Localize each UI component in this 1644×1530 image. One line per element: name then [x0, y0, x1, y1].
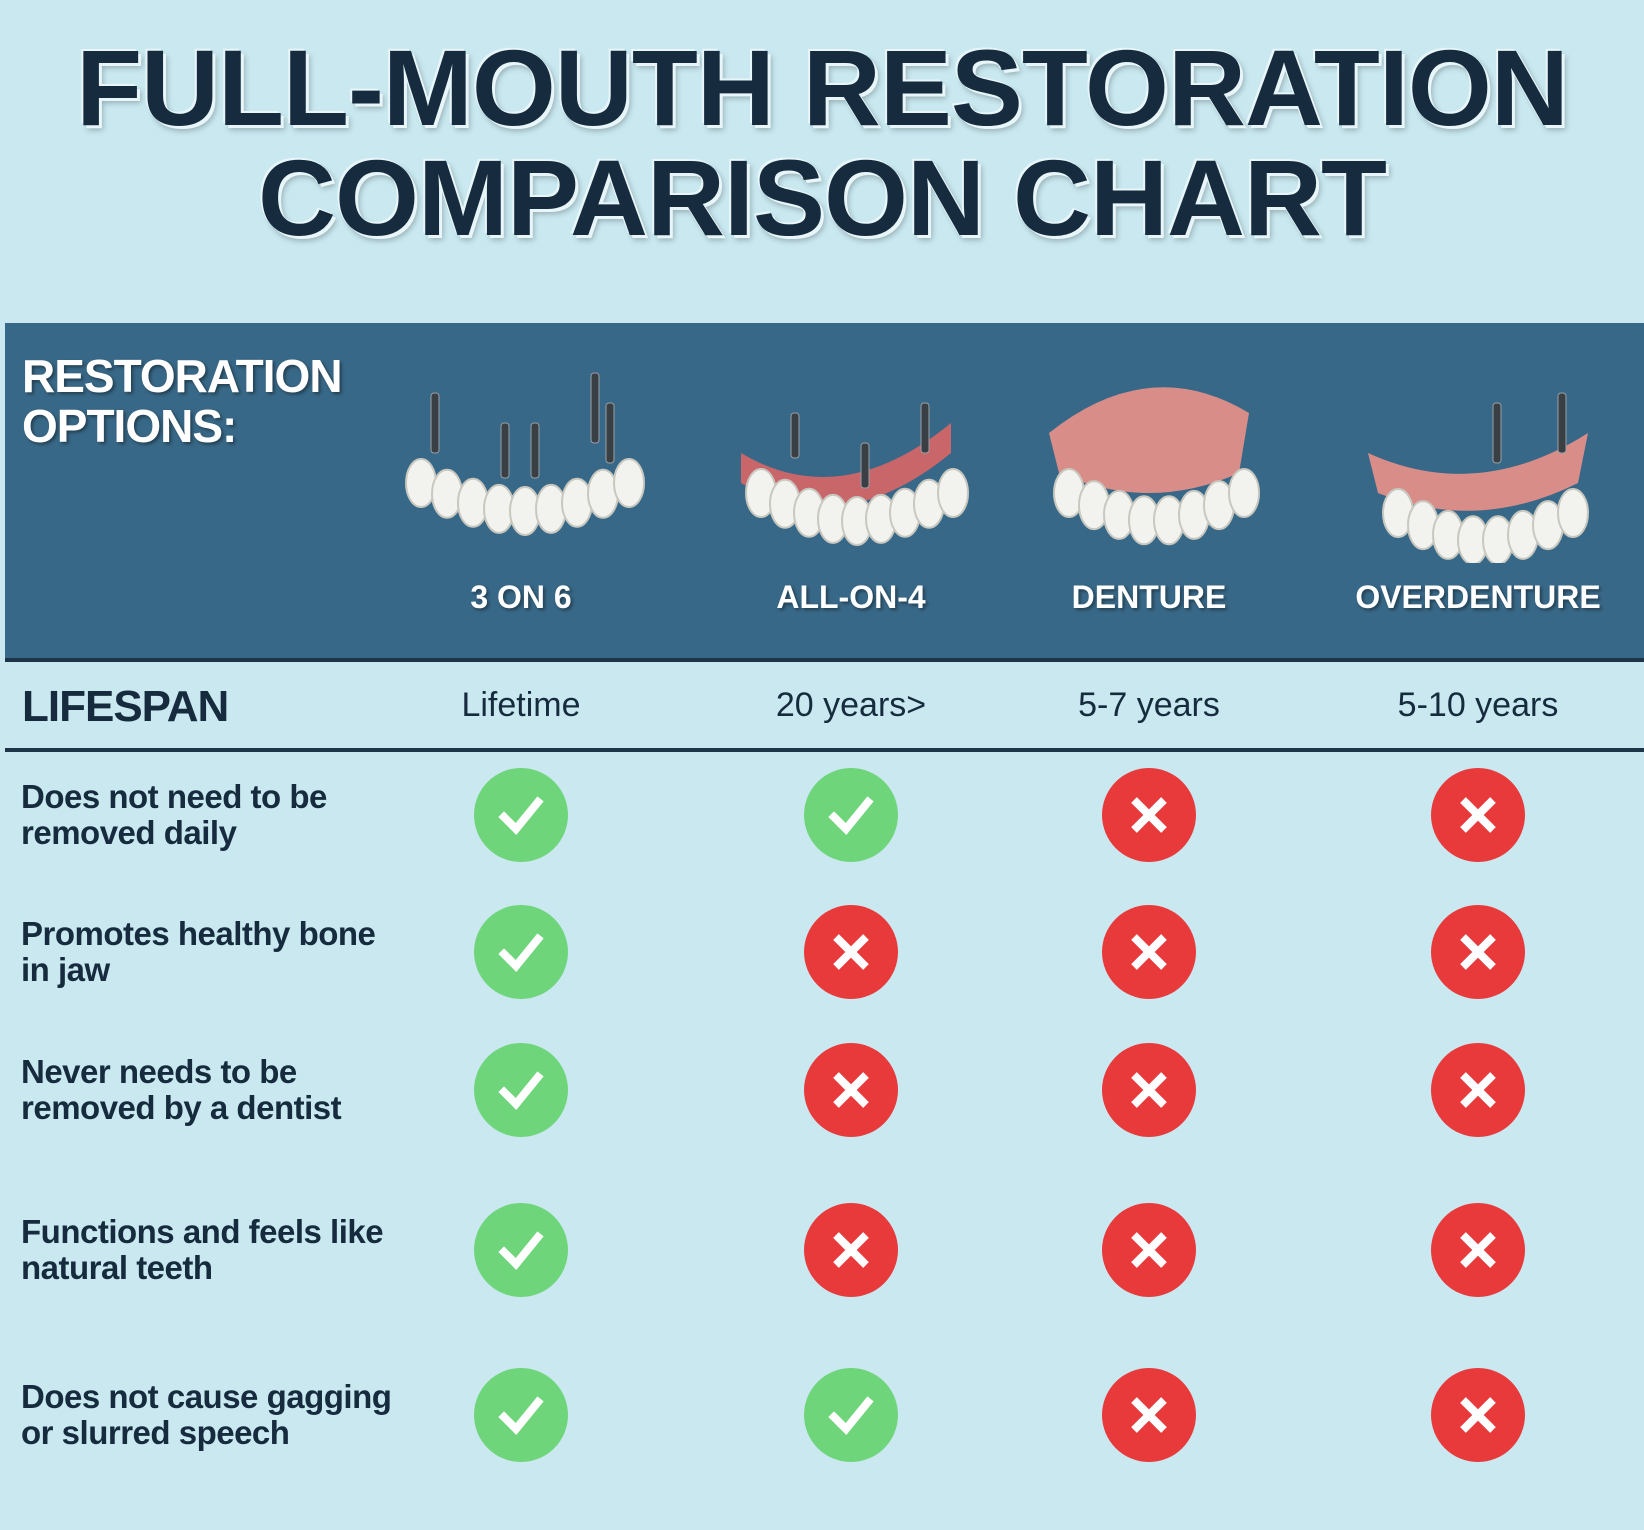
- cross-icon: [804, 1043, 898, 1137]
- cross-glyph: [1131, 1397, 1167, 1433]
- lifespan-value: Lifetime: [461, 686, 581, 724]
- lifespan-value: 5-10 years: [1397, 686, 1559, 724]
- options-header-band: RESTORATION OPTIONS: 3 ON 6 ALL-ON-4 DEN…: [5, 323, 1644, 662]
- option-name: ALL-ON-4: [776, 579, 926, 615]
- lifespan-value: 5-7 years: [1078, 686, 1220, 724]
- cross-glyph: [833, 934, 869, 970]
- check-icon: [474, 1203, 568, 1297]
- implant-bridge-icon: [405, 372, 645, 536]
- feature-label: Functions and feels like natural teeth: [21, 1213, 384, 1286]
- cross-glyph: [1131, 1072, 1167, 1108]
- cross-icon: [1431, 905, 1525, 999]
- option-column-0: 3 ON 6: [361, 323, 681, 658]
- cross-icon: [1102, 1043, 1196, 1137]
- check-glyph: [498, 796, 544, 835]
- cross-icon: [1431, 1203, 1525, 1297]
- options-heading-line-2: OPTIONS:: [22, 400, 237, 452]
- cross-glyph: [1131, 934, 1167, 970]
- option-name: 3 ON 6: [470, 579, 572, 615]
- cross-glyph: [1460, 934, 1496, 970]
- lifespan-row: LIFESPAN Lifetime 20 years> 5-7 years 5-10 …: [5, 662, 1644, 752]
- cross-glyph: [1131, 1232, 1167, 1268]
- feature-label: Never needs to be removed by a dentist: [21, 1053, 342, 1126]
- overdenture-icon: [1368, 392, 1589, 563]
- check-icon: [804, 768, 898, 862]
- check-glyph: [498, 1396, 544, 1435]
- cross-icon: [1102, 768, 1196, 862]
- feature-label: Does not need to be removed daily: [21, 778, 327, 851]
- option-name: DENTURE: [1071, 579, 1227, 615]
- cross-icon: [1102, 1368, 1196, 1462]
- title-line-2: COMPARISON CHART: [0, 144, 1644, 252]
- cross-icon: [1431, 1043, 1525, 1137]
- denture-icon: [1049, 387, 1260, 546]
- cross-glyph: [833, 1072, 869, 1108]
- cross-icon: [804, 1203, 898, 1297]
- cross-glyph: [1460, 1072, 1496, 1108]
- option-name: OVERDENTURE: [1355, 579, 1601, 615]
- check-glyph: [498, 933, 544, 972]
- cross-glyph: [1131, 797, 1167, 833]
- check-icon: [474, 1368, 568, 1462]
- lifespan-value: 20 years>: [775, 686, 927, 724]
- options-heading-line-1: RESTORATION: [22, 350, 343, 402]
- cross-glyph: [1460, 797, 1496, 833]
- check-glyph: [498, 1071, 544, 1110]
- cross-icon: [1102, 1203, 1196, 1297]
- title-line-2-text: COMPARISON CHART: [258, 137, 1387, 258]
- check-glyph: [828, 1396, 874, 1435]
- check-glyph: [498, 1231, 544, 1270]
- implant-denture-icon: [741, 402, 969, 546]
- option-column-3: OVERDENTURE: [1318, 323, 1638, 658]
- lifespan-label: LIFESPAN: [22, 682, 229, 731]
- check-icon: [474, 768, 568, 862]
- feature-label: Promotes healthy bone in jaw: [21, 915, 376, 988]
- feature-label: Does not cause gagging or slurred speech: [21, 1378, 392, 1451]
- cross-icon: [1431, 768, 1525, 862]
- cross-icon: [1431, 1368, 1525, 1462]
- check-icon: [804, 1368, 898, 1462]
- option-column-2: DENTURE: [989, 323, 1309, 658]
- option-column-1: ALL-ON-4: [691, 323, 1011, 658]
- title-line-1-text: FULL-MOUTH RESTORATION: [76, 27, 1569, 148]
- check-icon: [474, 1043, 568, 1137]
- cross-glyph: [833, 1232, 869, 1268]
- check-glyph: [828, 796, 874, 835]
- cross-glyph: [1460, 1397, 1496, 1433]
- check-icon: [474, 905, 568, 999]
- options-heading: RESTORATION OPTIONS:: [22, 350, 343, 452]
- cross-icon: [804, 905, 898, 999]
- title-line-1: FULL-MOUTH RESTORATION: [0, 34, 1644, 142]
- cross-icon: [1102, 905, 1196, 999]
- cross-glyph: [1460, 1232, 1496, 1268]
